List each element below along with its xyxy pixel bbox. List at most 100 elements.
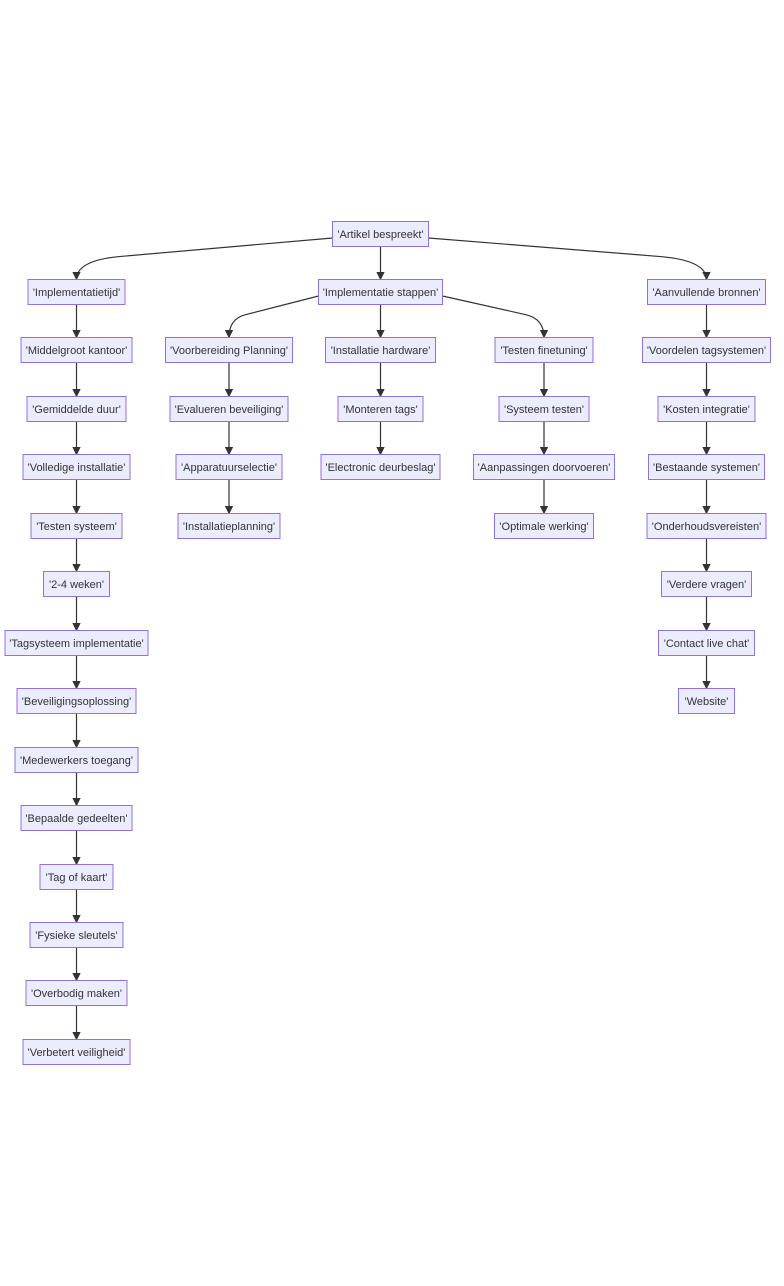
- node-box: [647, 279, 766, 305]
- node-label: 'Medewerkers toegang': [20, 755, 133, 767]
- node-label: 'Systeem testen': [504, 404, 584, 416]
- node-testen-sys: 'Testen systeem': [30, 513, 123, 539]
- node-install-hw: 'Installatie hardware': [325, 337, 436, 363]
- node-label: 'Artikel bespreekt': [337, 229, 423, 241]
- node-box: [4, 630, 149, 656]
- node-medewerkers: 'Medewerkers toegang': [14, 747, 139, 773]
- node-bepaalde: 'Bepaalde gedeelten': [20, 805, 133, 831]
- node-box: [494, 337, 594, 363]
- node-label: 'Kosten integratie': [663, 404, 750, 416]
- node-box: [325, 337, 436, 363]
- node-evalueren: 'Evalueren beveiliging': [169, 396, 289, 422]
- node-box: [678, 688, 735, 714]
- node-apparatuur: 'Apparatuurselectie': [175, 454, 283, 480]
- node-label: 'Voordelen tagsystemen': [647, 345, 766, 357]
- node-box: [175, 454, 283, 480]
- node-box: [320, 454, 441, 480]
- node-overbodig: 'Overbodig maken': [25, 980, 128, 1006]
- node-fysieke: 'Fysieke sleutels': [29, 922, 124, 948]
- node-impl-stappen: 'Implementatie stappen': [318, 279, 443, 305]
- node-label: 'Implementatie stappen': [323, 287, 439, 299]
- node-box: [43, 571, 110, 597]
- node-box: [27, 279, 126, 305]
- node-label: 'Installatie hardware': [331, 345, 431, 357]
- node-impl-tijd: 'Implementatietijd': [27, 279, 126, 305]
- node-bestaande: 'Bestaande systemen': [648, 454, 765, 480]
- node-gem-duur: 'Gemiddelde duur': [26, 396, 127, 422]
- node-electronic: 'Electronic deurbeslag': [320, 454, 441, 480]
- node-box: [29, 922, 124, 948]
- node-label: 'Installatieplanning': [183, 521, 275, 533]
- node-box: [337, 396, 424, 422]
- node-box: [642, 337, 771, 363]
- node-label: 'Aanpassingen doorvoeren': [478, 462, 611, 474]
- node-box: [318, 279, 443, 305]
- node-label: 'Aanvullende bronnen': [652, 287, 760, 299]
- node-label: 'Optimale werking': [499, 521, 588, 533]
- node-monteren: 'Monteren tags': [337, 396, 424, 422]
- node-label: 'Testen systeem': [36, 521, 117, 533]
- node-box: [16, 688, 137, 714]
- node-voorbereiding: 'Voorbereiding Planning': [165, 337, 293, 363]
- node-box: [648, 454, 765, 480]
- node-tag-kaart: 'Tag of kaart': [39, 864, 114, 890]
- node-box: [30, 513, 123, 539]
- node-box: [20, 337, 133, 363]
- node-label: 'Onderhoudsvereisten': [652, 521, 761, 533]
- node-label: 'Bepaalde gedeelten': [25, 813, 127, 825]
- node-label: 'Overbodig maken': [31, 988, 122, 1000]
- node-box: [657, 396, 756, 422]
- node-volledige: 'Volledige installatie': [22, 454, 131, 480]
- node-kosten: 'Kosten integratie': [657, 396, 756, 422]
- node-box: [498, 396, 590, 422]
- node-testen-fine: 'Testen finetuning': [494, 337, 594, 363]
- node-label: 'Beveiligingsoplossing': [22, 696, 131, 708]
- node-box: [165, 337, 293, 363]
- node-box: [494, 513, 594, 539]
- node-box: [14, 747, 139, 773]
- node-label: 'Apparatuurselectie': [181, 462, 277, 474]
- node-label: 'Implementatietijd': [33, 287, 120, 299]
- node-website: 'Website': [678, 688, 735, 714]
- node-label: 'Fysieke sleutels': [35, 930, 117, 942]
- node-label: 'Evalueren beveiliging': [175, 404, 284, 416]
- node-box: [25, 980, 128, 1006]
- node-label: 'Website': [685, 696, 729, 708]
- node-label: 'Middelgroot kantoor': [26, 345, 127, 357]
- node-onderhoud: 'Onderhoudsvereisten': [646, 513, 767, 539]
- nodes-layer: 'Artikel bespreekt' 'Implementatietijd' 'I…: [4, 221, 771, 1065]
- edge-impl_stappen-to-testen_fine: [442, 295, 549, 339]
- node-aanpassingen: 'Aanpassingen doorvoeren': [473, 454, 615, 480]
- node-verdere: 'Verdere vragen': [661, 571, 752, 597]
- node-label: 'Verbetert veiligheid': [28, 1047, 126, 1059]
- node-tagsysteem: 'Tagsysteem implementatie': [4, 630, 149, 656]
- node-voordelen: 'Voordelen tagsystemen': [642, 337, 771, 363]
- node-box: [22, 454, 131, 480]
- node-sys-testen: 'Systeem testen': [498, 396, 590, 422]
- node-box: [661, 571, 752, 597]
- node-label: 'Testen finetuning': [500, 345, 587, 357]
- node-root: 'Artikel bespreekt': [332, 221, 429, 247]
- node-box: [177, 513, 281, 539]
- node-box: [20, 805, 133, 831]
- node-label: 'Tag of kaart': [46, 872, 108, 884]
- node-installatieplan: 'Installatieplanning': [177, 513, 281, 539]
- node-box: [646, 513, 767, 539]
- node-optimale: 'Optimale werking': [494, 513, 594, 539]
- node-box: [473, 454, 615, 480]
- node-label: 'Contact live chat': [664, 638, 750, 650]
- node-box: [22, 1039, 131, 1065]
- node-middelgroot: 'Middelgroot kantoor': [20, 337, 133, 363]
- node-label: 'Volledige installatie': [28, 462, 126, 474]
- node-label: 'Monteren tags': [343, 404, 418, 416]
- node-label: 'Bestaande systemen': [653, 462, 760, 474]
- node-label: 'Voorbereiding Planning': [170, 345, 288, 357]
- node-box: [39, 864, 114, 890]
- node-contact: 'Contact live chat': [658, 630, 755, 656]
- edges-layer: [72, 237, 711, 1041]
- node-label: 'Verdere vragen': [667, 579, 746, 591]
- edge-impl_stappen-to-voorbereiding: [224, 295, 319, 339]
- node-beveiligingsopl: 'Beveiligingsoplossing': [16, 688, 137, 714]
- node-label: 'Gemiddelde duur': [32, 404, 121, 416]
